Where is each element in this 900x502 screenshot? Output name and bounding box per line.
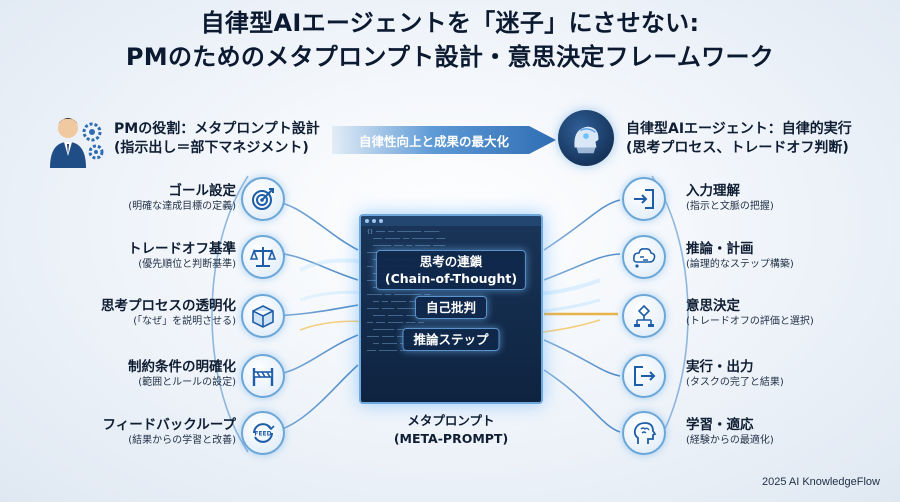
left-item-feedback: フィードバックループ (結果からの学習と改善) (6, 416, 236, 448)
transparent-box-icon (241, 294, 285, 338)
left-item-subtitle: (優先順位と判断基準) (138, 259, 236, 270)
meta-prompt-caption-ja: メタプロンプト (407, 413, 495, 428)
right-item-subtitle: (タスクの完了と結果) (686, 377, 784, 388)
autonomy-banner-arrow: 自律性向上と成果の最大化 (332, 126, 556, 154)
pm-role-title: PMの役割：メタプロンプト設計 (114, 121, 320, 137)
target-icon (241, 177, 285, 221)
left-item-subtitle: (「なぜ」を説明させる) (133, 316, 236, 327)
brain-head-icon (622, 411, 666, 455)
right-item-title: 推論・計画 (686, 241, 754, 257)
ai-robot-head-icon (558, 110, 614, 166)
meta-prompt-screen: {} ─── ── ──────── ───── ─── ───── ── ──… (359, 214, 543, 404)
title-line-2: PMのためのメタプロンプト設計・意思決定フレームワーク (125, 43, 775, 71)
chain-of-thought-en-label: (Chain-of-Thought) (384, 271, 518, 286)
left-item-tradeoff: トレードオフ基準 (優先順位と判断基準) (6, 240, 236, 272)
right-item-execution: 実行・出力 (タスクの完了と結果) (686, 358, 896, 390)
left-item-title: 思考プロセスの透明化 (101, 298, 236, 314)
balance-scale-icon (241, 235, 285, 279)
feed-loop-icon: FEED (241, 411, 285, 455)
right-item-decision: 意思決定 (トレードオフの評価と選択) (686, 297, 896, 329)
feed-icon-label: FEED (254, 431, 271, 438)
left-item-subtitle: (範囲とルールの設定) (138, 377, 236, 388)
page-title: 自律型AIエージェントを「迷子」にさせない: PMのためのメタプロンプト設計・意… (0, 6, 900, 74)
footer-credit: 2025 AI KnowledgeFlow (761, 476, 880, 488)
thinking-cloud-icon (622, 235, 666, 279)
left-item-constraints: 制約条件の明確化 (範囲とルールの設定) (6, 358, 236, 390)
left-item-transparency: 思考プロセスの透明化 (「なぜ」を説明させる) (6, 297, 236, 329)
left-item-title: ゴール設定 (168, 183, 237, 199)
left-item-title: トレードオフ基準 (128, 241, 236, 257)
right-item-subtitle: (論理的なステップ構築) (686, 259, 794, 270)
right-item-title: 意思決定 (686, 298, 740, 314)
right-item-subtitle: (指示と文脈の把握) (686, 201, 774, 212)
input-arrow-icon (622, 177, 666, 221)
screen-titlebar (361, 216, 541, 226)
chain-of-thought-label: 思考の連鎖 (419, 254, 483, 269)
decision-flow-icon (622, 294, 666, 338)
right-item-title: 学習・適応 (686, 417, 754, 433)
meta-prompt-caption: メタプロンプト (META-PROMPT) (359, 412, 543, 448)
right-item-title: 実行・出力 (686, 359, 754, 375)
manager-with-gears-icon (44, 112, 106, 170)
left-item-title: フィードバックループ (102, 417, 236, 433)
agent-title: 自律型AIエージェント：自律的実行 (626, 121, 852, 137)
barrier-icon (241, 354, 285, 398)
pm-role-text: PMの役割：メタプロンプト設計 (指示出し＝部下マネジメント) (114, 120, 320, 158)
left-item-subtitle: (明確な達成目標の定義) (128, 201, 236, 212)
right-item-subtitle: (トレードオフの評価と選択) (686, 316, 814, 327)
agent-text: 自律型AIエージェント：自律的実行 (思考プロセス、トレードオフ判断) (626, 120, 852, 158)
right-item-subtitle: (経験からの最適化) (686, 435, 774, 446)
left-item-subtitle: (結果からの学習と改善) (128, 435, 236, 446)
right-item-title: 入力理解 (686, 183, 740, 199)
chain-of-thought-chip: 思考の連鎖 (Chain-of-Thought) (375, 250, 527, 290)
self-critique-chip: 自己批判 (414, 296, 488, 319)
right-item-input: 入力理解 (指示と文脈の把握) (686, 182, 896, 214)
left-item-goal: ゴール設定 (明確な達成目標の定義) (6, 182, 236, 214)
autonomy-banner-label: 自律性向上と成果の最大化 (358, 133, 509, 149)
pm-role-subtitle: (指示出し＝部下マネジメント) (114, 140, 309, 156)
title-line-1: 自律型AIエージェントを「迷子」にさせない: (200, 9, 700, 37)
reasoning-steps-chip: 推論ステップ (402, 328, 500, 351)
agent-subtitle: (思考プロセス、トレードオフ判断) (626, 140, 849, 156)
right-item-reasoning: 推論・計画 (論理的なステップ構築) (686, 240, 896, 272)
output-arrow-icon (622, 354, 666, 398)
left-item-title: 制約条件の明確化 (128, 359, 236, 375)
right-item-learning: 学習・適応 (経験からの最適化) (686, 416, 896, 448)
meta-prompt-caption-en: (META-PROMPT) (393, 431, 509, 446)
